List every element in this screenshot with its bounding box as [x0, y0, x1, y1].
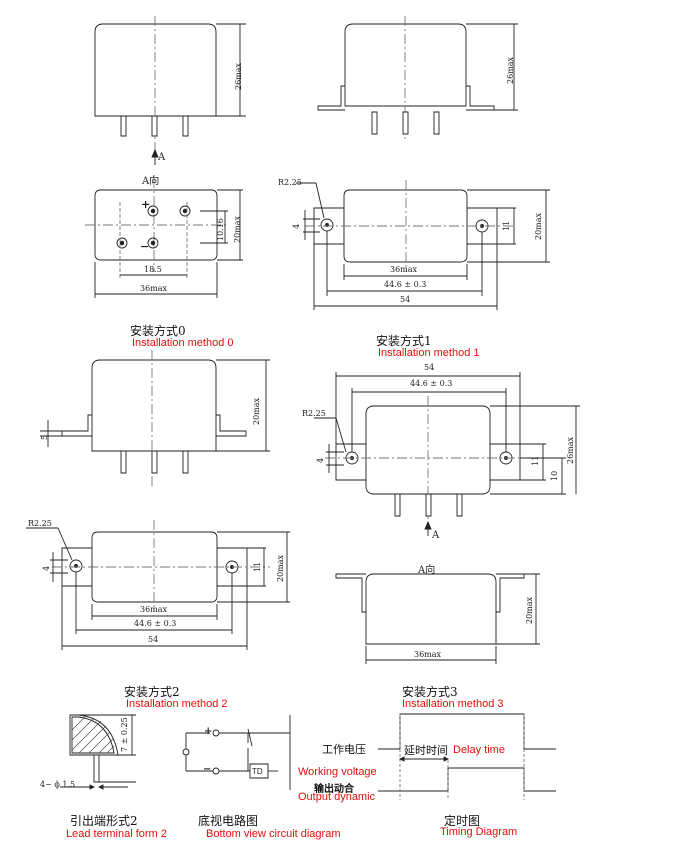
dim-phi-1-5: 4− ϕ 1.5: [40, 780, 76, 789]
dim-20max: 20max: [276, 554, 285, 582]
dim-18-5: 18.5: [144, 265, 162, 274]
caption-method0-en: Installation method 0: [132, 337, 234, 349]
circuit-diagram: [183, 715, 290, 790]
dim-11: 11: [531, 455, 540, 466]
dim-36max: 36max: [390, 265, 418, 274]
circuit-plus-label: +: [204, 726, 213, 737]
dim-36max: 36max: [140, 284, 168, 293]
caption-method0-cn: 安装方式0: [130, 324, 186, 338]
dim-11: 11: [502, 220, 511, 231]
dim-54: 54: [148, 635, 159, 644]
working-voltage-en: Working voltage: [298, 766, 377, 778]
caption-method1-cn: 安装方式1: [376, 334, 432, 348]
dim-44-6: 44.6 ± 0.3: [410, 379, 453, 388]
dim-r2-25: R2.25: [302, 409, 326, 418]
td-module-label: TD: [252, 767, 263, 776]
caption-lead-en: Lead terminal form 2: [66, 828, 167, 840]
view-direction-label: A向: [142, 176, 160, 187]
caption-lead-cn: 引出端形式2: [70, 814, 138, 828]
caption-timing-cn: 定时图: [444, 814, 481, 828]
dim-36max: 36max: [414, 650, 442, 659]
dim-r2-25: R2.25: [28, 519, 52, 528]
dim-44-6: 44.6 ± 0.3: [384, 280, 427, 289]
dim-11: 11: [253, 561, 262, 572]
dim-26max: 26max: [234, 62, 243, 90]
dim-20max: 20max: [233, 215, 242, 243]
dim-20max: 20max: [525, 596, 534, 624]
dim-10: 10: [550, 470, 559, 481]
view-arrow-label: A: [432, 530, 440, 541]
method1-top-view: [296, 180, 550, 310]
output-en: Output dynamic: [298, 791, 376, 803]
dim-20max: 20max: [534, 212, 543, 240]
method0-bottom-view: [85, 178, 243, 298]
dim-4: 4: [292, 223, 301, 229]
working-voltage-cn: 工作电压: [322, 743, 366, 756]
circuit-minus-label: −: [203, 764, 212, 775]
delay-time-cn: 延时时间: [404, 744, 448, 757]
caption-bottom-en: Bottom view circuit diagram: [206, 828, 341, 840]
caption-method2-en: Installation method 2: [126, 698, 228, 710]
dim-r2-25: R2.25: [278, 178, 302, 187]
caption-method1-en: Installation method 1: [378, 347, 480, 359]
dim-10-16: 10.16: [216, 218, 225, 241]
dim-4: 4: [42, 565, 51, 571]
timing-diagram: [378, 714, 556, 800]
dim-26max: 26max: [506, 56, 515, 84]
dim-7: 7 ± 0.25: [120, 717, 129, 752]
dim-20max: 20max: [252, 397, 261, 425]
dim-54: 54: [424, 363, 435, 372]
method1-side-view: [318, 16, 518, 142]
dim-44-6: 44.6 ± 0.3: [134, 619, 177, 628]
dim-36max: 36max: [140, 605, 168, 614]
caption-method2-cn: 安装方式2: [124, 685, 180, 699]
dim-26max: 26max: [566, 436, 575, 464]
dim-5: 5: [40, 434, 49, 440]
method0-side-view: [95, 16, 246, 165]
minus-terminal-label: −: [140, 240, 150, 253]
view-arrow-label: A: [158, 152, 166, 163]
caption-method3-cn: 安装方式3: [402, 685, 458, 699]
plus-terminal-label: +: [141, 198, 151, 211]
method2-top-view: [26, 520, 290, 650]
method3-a-view: [336, 574, 540, 664]
lead-terminal-detail: [60, 715, 136, 789]
dim-4: 4: [316, 457, 325, 463]
delay-time-en: Delay time: [453, 744, 505, 756]
view-direction-label: A向: [418, 565, 436, 576]
method3-top-view: [314, 372, 580, 536]
dim-54: 54: [400, 295, 411, 304]
output-cn: 输出动合: [314, 784, 354, 795]
caption-bottom-cn: 底视电路图: [198, 814, 259, 828]
caption-timing-en: Timing Diagram: [440, 826, 518, 838]
caption-method3-en: Installation method 3: [402, 698, 504, 710]
method2-side-view: [40, 350, 270, 488]
